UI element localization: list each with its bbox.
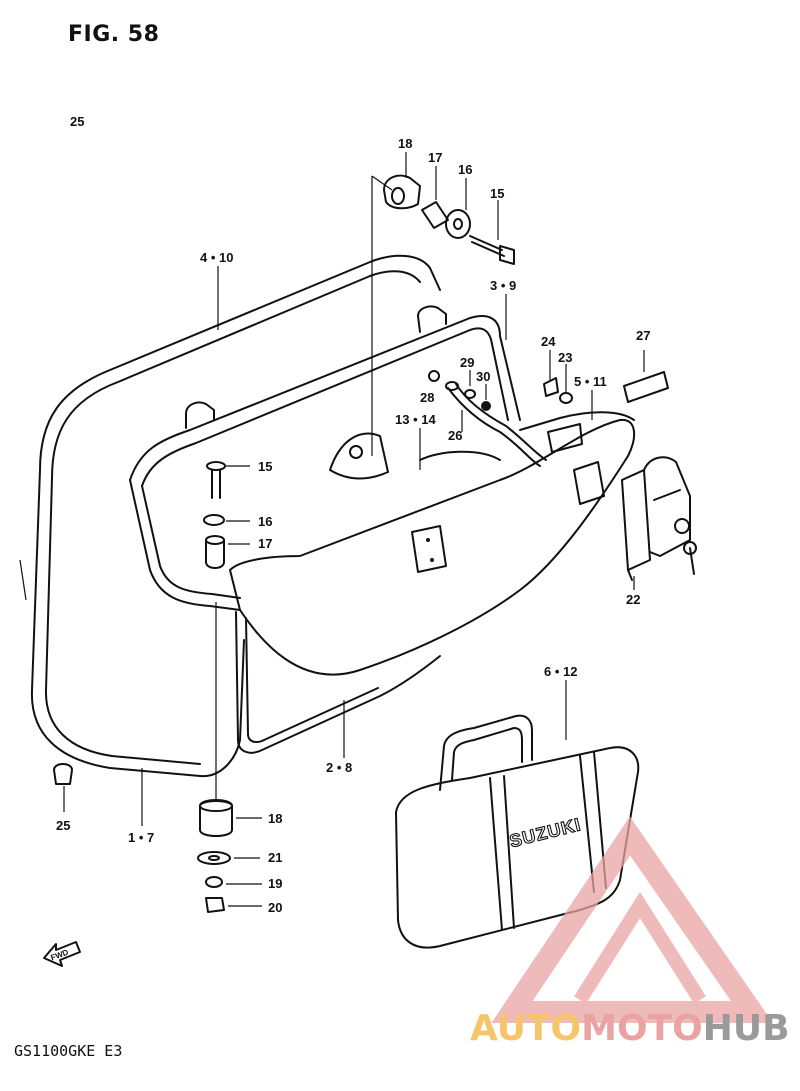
callout-5-11: 5 • 11: [574, 374, 607, 389]
watermark-auto: AUTO: [470, 1008, 582, 1049]
bag-brand-label: SUZUKI: [507, 814, 583, 851]
callout-25-top: 25: [70, 114, 84, 129]
lower-hardware: [53, 602, 262, 913]
callout-16-top: 16: [458, 162, 472, 177]
callout-17-top: 17: [428, 150, 442, 165]
callout-18-top: 18: [398, 136, 412, 151]
callout-25: 25: [56, 818, 70, 833]
callout-21: 21: [268, 850, 282, 865]
callout-26: 26: [448, 428, 462, 443]
callout-15-inner: 15: [258, 459, 272, 474]
fwd-arrow-icon: [43, 941, 81, 967]
saddlebag-lid: [229, 383, 636, 676]
model-code: GS1100GKE E3: [14, 1042, 123, 1060]
callout-24: 24: [541, 334, 556, 349]
callout-30: 30: [476, 369, 490, 384]
callout-23: 23: [558, 350, 572, 365]
saddlebag-shell: [19, 254, 521, 778]
inner-bag: [395, 680, 640, 949]
callout-27: 27: [636, 328, 650, 343]
callout-1-7: 1 • 7: [128, 830, 154, 845]
callout-17-inner: 17: [258, 536, 272, 551]
callout-28: 28: [420, 390, 434, 405]
callout-20: 20: [268, 900, 282, 915]
leader-lines: [141, 152, 645, 826]
callout-4-10: 4 • 10: [200, 250, 233, 265]
callout-6-12: 6 • 12: [544, 664, 577, 679]
callout-13-14: 13 • 14: [395, 412, 436, 427]
figure-title: FIG. 58: [68, 22, 160, 47]
cable-hardware: [428, 370, 573, 411]
callout-15-top: 15: [490, 186, 504, 201]
top-hardware: [371, 174, 515, 456]
watermark-logo: [491, 816, 774, 1023]
callout-29: 29: [460, 355, 474, 370]
callout-16-inner: 16: [258, 514, 272, 529]
reflector: [623, 371, 669, 403]
watermark-hub: HUB: [702, 1008, 790, 1049]
callout-22: 22: [626, 592, 640, 607]
callout-3-9: 3 • 9: [490, 278, 516, 293]
callout-2-8: 2 • 8: [326, 760, 352, 775]
watermark-moto: MOTO: [581, 1008, 703, 1049]
lock-assembly: [621, 456, 697, 581]
inner-hardware: [203, 461, 250, 569]
callout-18-bottom: 18: [268, 811, 282, 826]
callout-19: 19: [268, 876, 282, 891]
watermark-text: AUTOMOTOHUB: [470, 1008, 790, 1049]
